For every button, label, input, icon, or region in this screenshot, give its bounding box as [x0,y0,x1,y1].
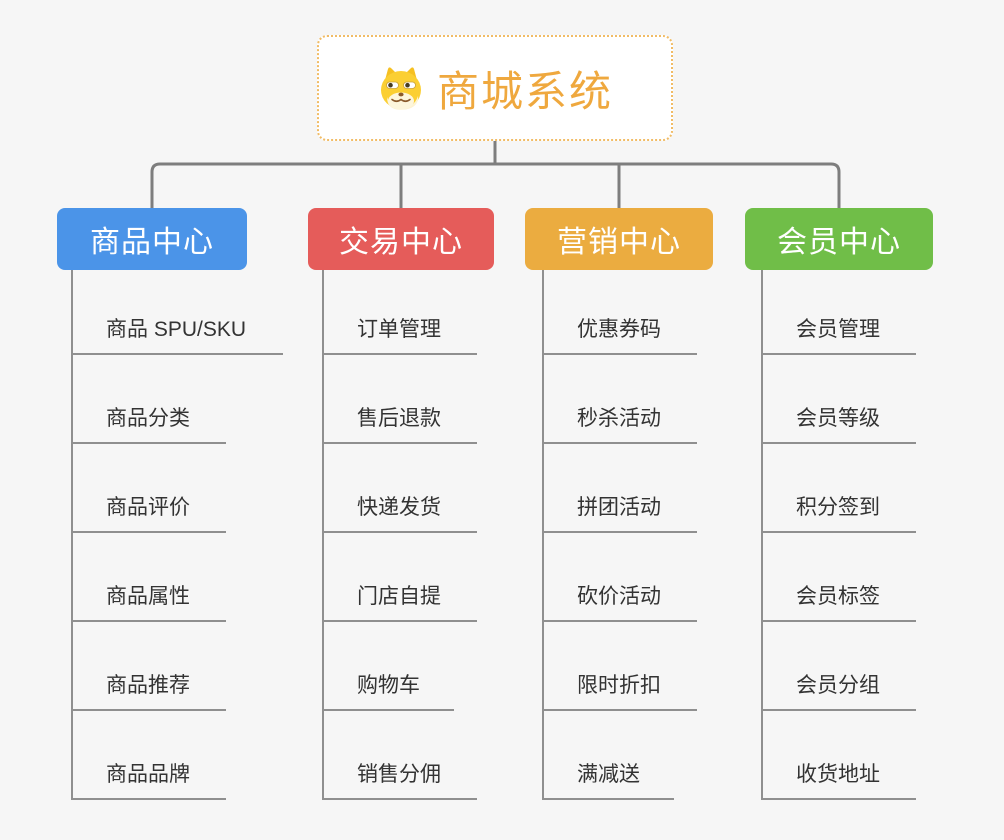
branch-span-line [150,162,841,209]
leaf-topic[interactable]: 快递发货 [324,487,477,533]
leaf-topic[interactable]: 会员标签 [763,576,916,622]
leaf-topic[interactable]: 售后退款 [324,398,477,444]
leaf-topic[interactable]: 秒杀活动 [544,398,697,444]
leaf-topic[interactable]: 购物车 [324,665,454,711]
leaf-topic[interactable]: 商品属性 [73,576,226,622]
branch-children-trade: 订单管理 售后退款 快递发货 门店自提 购物车 销售分佣 [322,270,554,800]
branch-label: 商品中心 [90,226,214,259]
branch-children-marketing: 优惠券码 秒杀活动 拼团活动 砍价活动 限时折扣 满减送 [542,270,774,800]
leaf-topic[interactable]: 会员等级 [763,398,916,444]
branch-children-product: 商品 SPU/SKU 商品分类 商品评价 商品属性 商品推荐 商品品牌 [71,270,303,800]
leaf-topic[interactable]: 销售分佣 [324,754,477,800]
leaf-topic[interactable]: 门店自提 [324,576,477,622]
branch-label: 会员中心 [777,226,901,259]
branch-node-trade[interactable]: 交易中心 [308,208,494,270]
leaf-topic[interactable]: 商品评价 [73,487,226,533]
branch-label: 营销中心 [557,226,681,259]
branch-node-marketing[interactable]: 营销中心 [525,208,713,270]
branch-node-product[interactable]: 商品中心 [57,208,247,270]
doge-face-icon [380,67,421,110]
branch-label: 交易中心 [339,226,463,259]
leaf-topic[interactable]: 优惠券码 [544,309,697,355]
leaf-topic[interactable]: 商品分类 [73,398,226,444]
leaf-topic[interactable]: 商品 SPU/SKU [73,309,283,355]
leaf-topic[interactable]: 会员分组 [763,665,916,711]
leaf-topic[interactable]: 订单管理 [324,309,477,355]
leaf-topic[interactable]: 满减送 [544,754,674,800]
leaf-topic[interactable]: 会员管理 [763,309,916,355]
leaf-topic[interactable]: 限时折扣 [544,665,697,711]
root-topic[interactable]: 商城系统 [317,35,673,141]
leaf-topic[interactable]: 拼团活动 [544,487,697,533]
root-title: 商城系统 [436,67,613,115]
leaf-topic[interactable]: 积分签到 [763,487,916,533]
leaf-topic[interactable]: 商品推荐 [73,665,226,711]
branch-node-member[interactable]: 会员中心 [745,208,933,270]
branch-children-member: 会员管理 会员等级 积分签到 会员标签 会员分组 收货地址 [761,270,993,800]
leaf-topic[interactable]: 砍价活动 [544,576,697,622]
leaf-topic[interactable]: 商品品牌 [73,754,226,800]
leaf-topic[interactable]: 收货地址 [763,754,916,800]
